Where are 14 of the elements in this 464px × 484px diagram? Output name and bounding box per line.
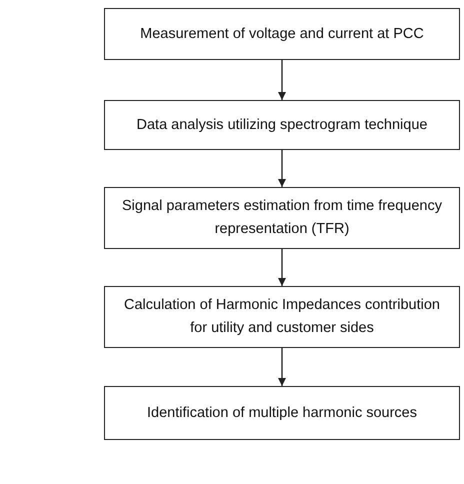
process-box <box>104 187 460 249</box>
process-box <box>104 386 460 440</box>
step-text: Data analysis utilizing spectrogram technique <box>136 116 428 134</box>
step-text: Calculation of Harmonic Impedances contribution for utility and customer sides <box>123 296 441 338</box>
process-box <box>104 100 460 150</box>
step-text: Signal parameters estimation from time frequency representation (TFR) <box>121 197 443 239</box>
arrow <box>278 249 286 286</box>
process-box <box>104 8 460 60</box>
step-text: Measurement of voltage and current at PCC <box>140 24 424 44</box>
arrow <box>278 348 286 386</box>
arrow <box>278 150 286 187</box>
step-text: Identification of multiple harmonic sources <box>147 404 417 422</box>
process-box <box>104 286 460 348</box>
arrow <box>278 60 286 100</box>
